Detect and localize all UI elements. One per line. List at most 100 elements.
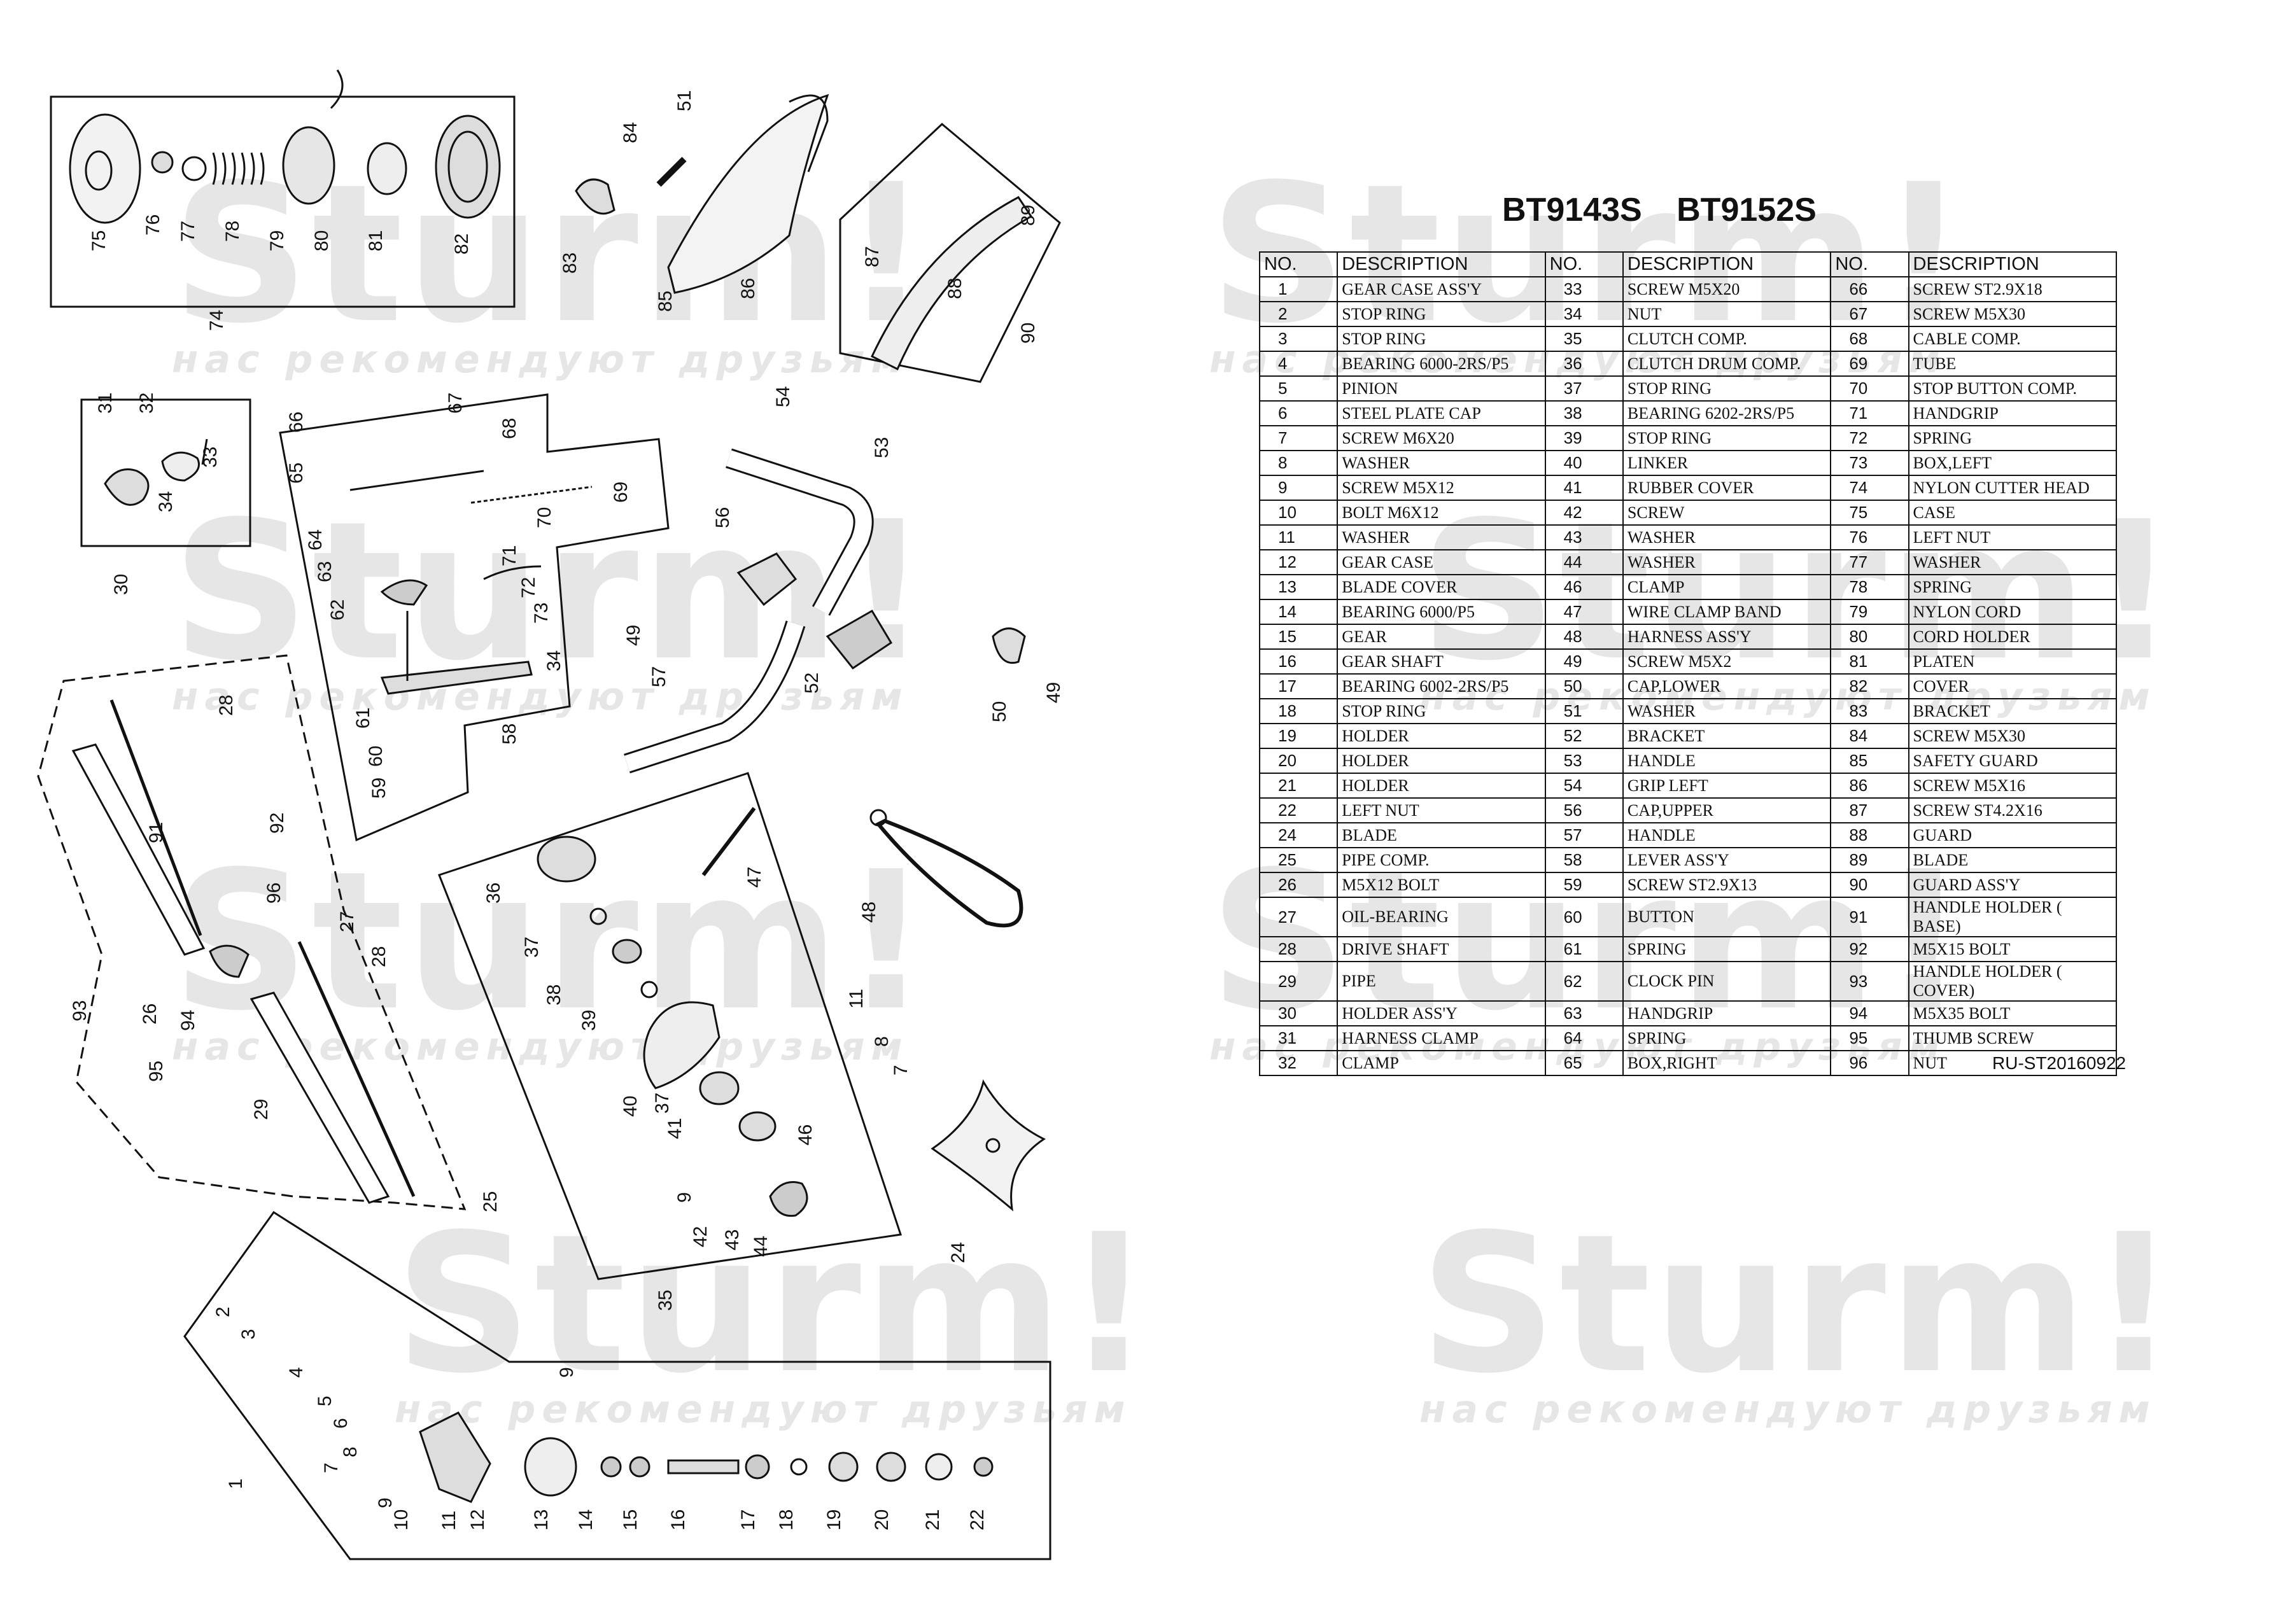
- parts-table: NO. DESCRIPTION NO. DESCRIPTION NO. DESC…: [1258, 251, 2118, 1076]
- part-number-cell: 80: [1830, 624, 1909, 650]
- part-number-cell: 24: [1258, 822, 1339, 848]
- part-number-cell: 82: [1830, 673, 1909, 699]
- part-description-cell: BUTTON: [1622, 897, 1832, 937]
- part-description-cell: M5X35 BOLT: [1908, 1000, 2118, 1026]
- part-number-cell: 7: [1258, 425, 1339, 451]
- callout-number: 1: [225, 1478, 246, 1489]
- part-number-cell: 44: [1544, 549, 1624, 575]
- part-number-cell: 49: [1544, 648, 1624, 675]
- blade-part: [931, 1079, 1046, 1212]
- callout-number: 47: [744, 867, 765, 888]
- part-description-cell: OIL-BEARING: [1337, 897, 1546, 937]
- part-description-cell: WASHER: [1337, 450, 1546, 476]
- part-number-cell: 93: [1830, 961, 1909, 1002]
- cap-upper-part: [736, 552, 798, 606]
- part-description-cell: CASE: [1908, 500, 2118, 526]
- callout-number: 53: [871, 437, 892, 458]
- callout-number: 65: [286, 463, 307, 484]
- callout-number: 78: [222, 221, 243, 242]
- callout-number: 86: [738, 278, 759, 299]
- part-description-cell: NUT: [1622, 301, 1832, 327]
- callout-number: 30: [111, 574, 132, 595]
- part-number-cell: 65: [1544, 1050, 1624, 1076]
- callout-number: 6: [330, 1418, 351, 1429]
- part-description-cell: LEFT NUT: [1337, 797, 1546, 823]
- part-number-cell: 40: [1544, 450, 1624, 476]
- callout-number: 90: [1018, 323, 1039, 344]
- part-number-cell: 36: [1544, 351, 1624, 377]
- wire-clamp-band-part: [701, 807, 756, 876]
- callout-number: 25: [480, 1191, 501, 1212]
- callout-number: 52: [801, 673, 822, 694]
- callout-number: 33: [200, 447, 221, 468]
- part-number-cell: 46: [1544, 574, 1624, 600]
- part-description-cell: STOP RING: [1337, 698, 1546, 724]
- part-description-cell: GUARD: [1908, 822, 2118, 848]
- callout-number: 64: [305, 529, 326, 550]
- callout-number: 69: [610, 482, 631, 503]
- callout-number: 46: [795, 1124, 816, 1145]
- watermark-logo: Sturm!: [1419, 1193, 2180, 1415]
- part-description-cell: SCREW ST2.9X18: [1908, 276, 2118, 302]
- part-number-cell: 75: [1830, 500, 1909, 526]
- callout-number: 71: [499, 545, 520, 566]
- callout-number: 79: [267, 230, 288, 251]
- part-description-cell: SCREW M5X2: [1622, 648, 1832, 675]
- harness-part: [875, 818, 1023, 928]
- cap-lower-part: [992, 627, 1026, 664]
- part-description-cell: HANDLE: [1622, 748, 1832, 774]
- platen-part: [367, 142, 407, 195]
- part-description-cell: BOX,LEFT: [1908, 450, 2118, 476]
- callout-number: 83: [559, 253, 580, 274]
- part-description-cell: THUMB SCREW: [1908, 1025, 2118, 1051]
- part-description-cell: LEFT NUT: [1908, 524, 2118, 550]
- callout-number: 91: [146, 822, 167, 843]
- part-description-cell: HARNESS CLAMP: [1337, 1025, 1546, 1051]
- part-number-cell: 57: [1544, 822, 1624, 848]
- column-header: NO.: [1258, 251, 1339, 277]
- callout-number: 42: [690, 1226, 711, 1247]
- part-number-cell: 58: [1544, 847, 1624, 873]
- part-number-cell: 29: [1258, 961, 1339, 1002]
- callout-number: 75: [88, 230, 109, 251]
- harness-clamp-part: [104, 468, 150, 506]
- callout-number: 66: [286, 412, 307, 433]
- callout-number: 27: [337, 911, 358, 932]
- callout-number: 41: [664, 1118, 686, 1139]
- part-description-cell: PIPE COMP.: [1337, 847, 1546, 873]
- callout-number: 5: [314, 1396, 335, 1406]
- callout-number: 44: [750, 1236, 771, 1257]
- part-description-cell: CABLE COMP.: [1908, 326, 2118, 352]
- part-number-cell: 59: [1544, 872, 1624, 898]
- part-number-cell: 28: [1258, 936, 1339, 962]
- callout-number: 95: [146, 1061, 167, 1082]
- part-description-cell: DRIVE SHAFT: [1337, 936, 1546, 962]
- part-description-cell: SCREW: [1622, 500, 1832, 526]
- part-description-cell: SCREW M5X16: [1908, 773, 2118, 799]
- callout-number: 9: [674, 1192, 695, 1203]
- callout-number: 21: [922, 1509, 943, 1530]
- part-description-cell: GEAR SHAFT: [1337, 648, 1546, 675]
- watermark-right-bottom: Sturm! нас рекомендуют друзьям: [1419, 1209, 2179, 1432]
- part-description-cell: HANDLE HOLDER ( BASE): [1908, 897, 2118, 937]
- part-number-cell: 67: [1830, 301, 1909, 327]
- callout-number: 11: [439, 1511, 460, 1530]
- document-code: RU-ST20160922: [1992, 1053, 2127, 1073]
- part-description-cell: LINKER: [1622, 450, 1832, 476]
- part-description-cell: SCREW M5X20: [1622, 276, 1832, 302]
- callout-number: 24: [948, 1242, 969, 1263]
- part-description-cell: NUT: [1908, 1050, 2118, 1076]
- part-number-cell: 17: [1258, 673, 1339, 699]
- part-description-cell: COVER: [1908, 673, 2118, 699]
- part-number-cell: 90: [1830, 872, 1909, 898]
- clutch-drum-part: [537, 836, 596, 883]
